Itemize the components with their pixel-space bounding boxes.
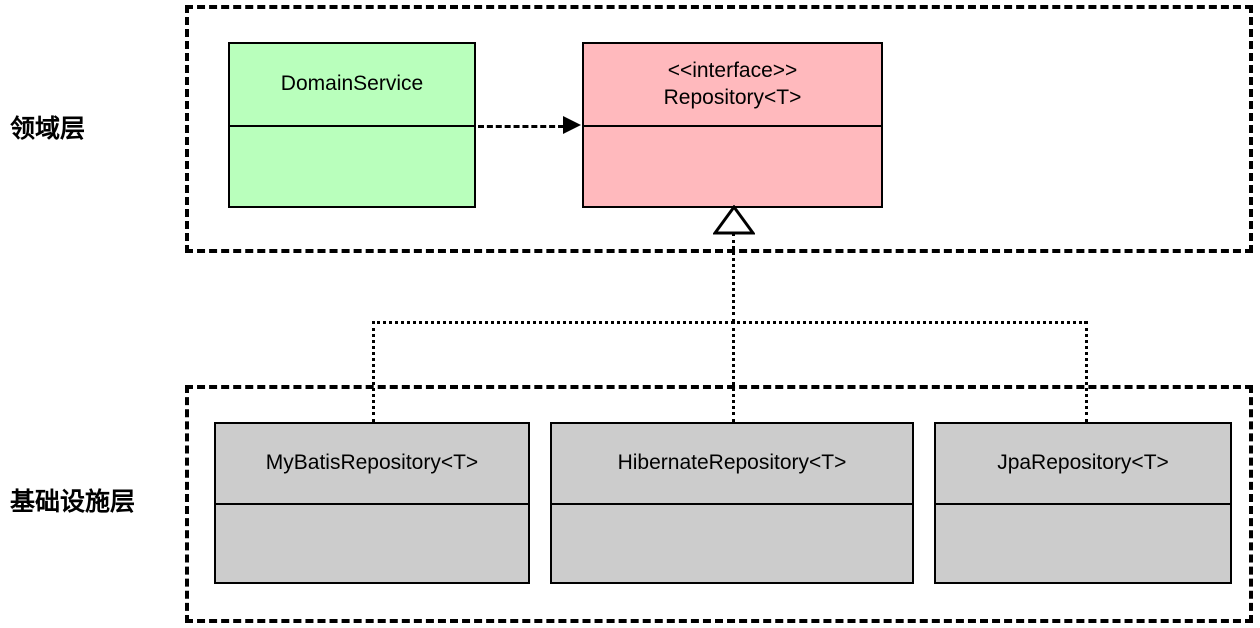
class-members-mybatis-repository: [216, 505, 528, 582]
realization-triangle-icon: [713, 205, 755, 235]
layer-container-domain[interactable]: [185, 5, 1253, 253]
class-title-domain-service: DomainService: [230, 44, 474, 127]
class-members-jpa-repository: [936, 505, 1230, 582]
class-name-repository-interface: Repository<T>: [663, 85, 802, 109]
class-title-hibernate-repository: HibernateRepository<T>: [552, 424, 912, 505]
realization-drop-jpa[interactable]: [1085, 321, 1088, 422]
realization-bus-horizontal[interactable]: [372, 321, 1087, 324]
class-members-domain-service: [230, 127, 474, 206]
class-box-repository-interface[interactable]: <<interface>> Repository<T>: [582, 42, 883, 208]
layer-label-domain: 领域层: [10, 115, 86, 143]
layer-label-infrastructure: 基础设施层: [10, 488, 136, 516]
class-stereotype-repository-interface: <<interface>>: [667, 59, 798, 83]
class-members-repository-interface: [584, 127, 881, 206]
class-box-jpa-repository[interactable]: JpaRepository<T>: [934, 422, 1232, 584]
class-name-domain-service: DomainService: [280, 72, 424, 96]
class-box-domain-service[interactable]: DomainService: [228, 42, 476, 208]
class-members-hibernate-repository: [552, 505, 912, 582]
realization-drop-hibernate[interactable]: [732, 321, 735, 422]
class-box-mybatis-repository[interactable]: MyBatisRepository<T>: [214, 422, 530, 584]
realization-drop-mybatis[interactable]: [372, 321, 375, 422]
dependency-line-domainservice-repository[interactable]: [478, 125, 564, 128]
dependency-arrowhead-icon: [563, 116, 581, 134]
class-name-jpa-repository: JpaRepository<T>: [997, 451, 1169, 475]
class-title-repository-interface: <<interface>> Repository<T>: [584, 44, 881, 127]
class-title-jpa-repository: JpaRepository<T>: [936, 424, 1230, 505]
class-box-hibernate-repository[interactable]: HibernateRepository<T>: [550, 422, 914, 584]
class-title-mybatis-repository: MyBatisRepository<T>: [216, 424, 528, 505]
layer-container-infrastructure[interactable]: [185, 385, 1253, 623]
class-name-mybatis-repository: MyBatisRepository<T>: [265, 451, 479, 475]
realization-stem-vertical[interactable]: [732, 233, 735, 322]
class-name-hibernate-repository: HibernateRepository<T>: [617, 451, 847, 475]
